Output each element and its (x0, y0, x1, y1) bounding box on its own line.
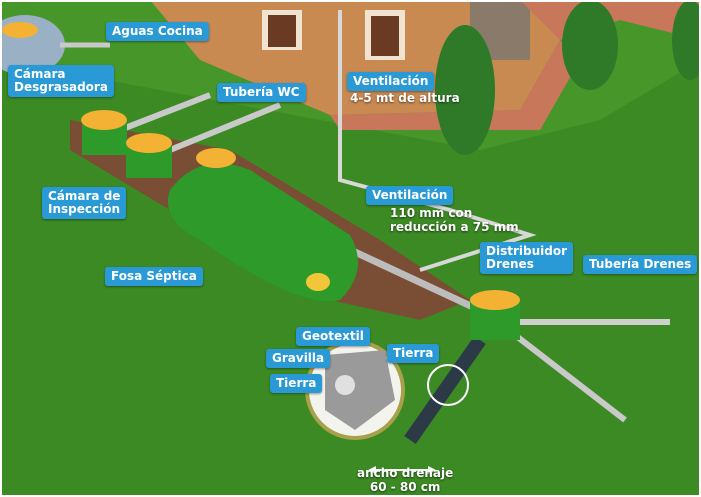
note-ancho-drenaje: ancho drenaje 60 - 80 cm (357, 466, 453, 494)
drain-pipe-diagonal (513, 332, 627, 423)
label-camara-desgrasadora: Cámara Desgrasadora (8, 65, 114, 97)
septic-tank (168, 163, 358, 302)
label-distribuidor-drenes: Distribuidor Drenes (480, 242, 573, 274)
gravel-cross-section (325, 350, 395, 430)
label-tuberia-wc: Tubería WC (217, 83, 306, 102)
outlet-pipe (338, 241, 492, 319)
septic-tank-lid (196, 148, 236, 168)
wc-pipe (168, 102, 282, 153)
pipe-cross-section (335, 375, 355, 395)
inspection-chamber-lid (126, 133, 172, 153)
note-line: reducción a 75 mm (390, 220, 519, 234)
detail-magnifier (427, 364, 469, 406)
rotoplastic-logo (306, 273, 330, 291)
label-geotextil: Geotextil (296, 327, 370, 346)
label-line: Distribuidor (486, 244, 567, 258)
label-line: Inspección (48, 202, 121, 216)
label-gravilla: Gravilla (266, 349, 331, 368)
label-ventilacion-top: Ventilación (347, 72, 435, 91)
tree (435, 25, 495, 155)
window-pane (268, 15, 296, 47)
drain-pipe-gravel (404, 335, 486, 445)
label-line: Cámara de (48, 189, 121, 203)
window-pane (371, 16, 399, 56)
label-camara-inspeccion: Cámara de Inspección (42, 187, 127, 219)
label-fosa-septica: Fosa Séptica (105, 267, 203, 286)
note-line: 60 - 80 cm (369, 480, 441, 494)
tank-lid (2, 22, 38, 38)
label-tierra-top: Tierra (387, 344, 440, 363)
note-ventilacion-height: 4-5 mt de altura (350, 91, 460, 105)
arrow-head-left (368, 466, 376, 474)
tree (562, 0, 618, 90)
label-ventilacion-mid: Ventilación (366, 186, 454, 205)
label-tuberia-drenes: Tubería Drenes (583, 255, 698, 274)
arrow-head-right (428, 466, 436, 474)
label-tierra-bottom: Tierra (270, 374, 323, 393)
note-line: ancho drenaje (357, 466, 454, 480)
grease-chamber-lid (81, 110, 127, 130)
label-aguas-cocina: Aguas Cocina (106, 22, 209, 41)
tree (672, 0, 701, 80)
distribution-box-lid (470, 290, 520, 310)
note-ventilacion-size: 110 mm con reducción a 75 mm (390, 206, 519, 234)
label-line: Desgrasadora (14, 80, 108, 94)
label-line: Drenes (486, 257, 534, 271)
note-line: 110 mm con (390, 206, 473, 220)
kitchen-drain-pipe (118, 92, 212, 133)
label-line: Cámara (14, 67, 66, 81)
